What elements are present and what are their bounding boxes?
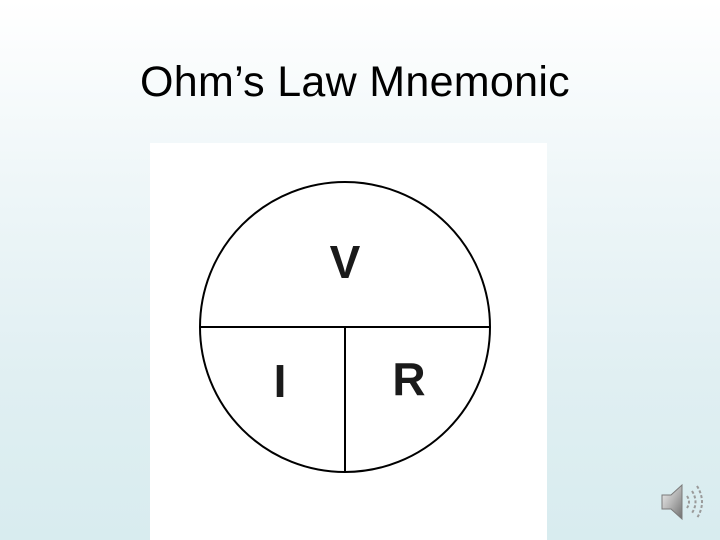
speaker-icon[interactable] (656, 476, 708, 528)
ohms-law-diagram: V I R (150, 143, 547, 540)
resistance-label: R (392, 353, 425, 405)
current-label: I (274, 355, 287, 407)
voltage-label: V (330, 236, 361, 288)
slide-title: Ohm’s Law Mnemonic (140, 58, 570, 106)
mnemonic-circle-svg: V I R (199, 181, 491, 473)
